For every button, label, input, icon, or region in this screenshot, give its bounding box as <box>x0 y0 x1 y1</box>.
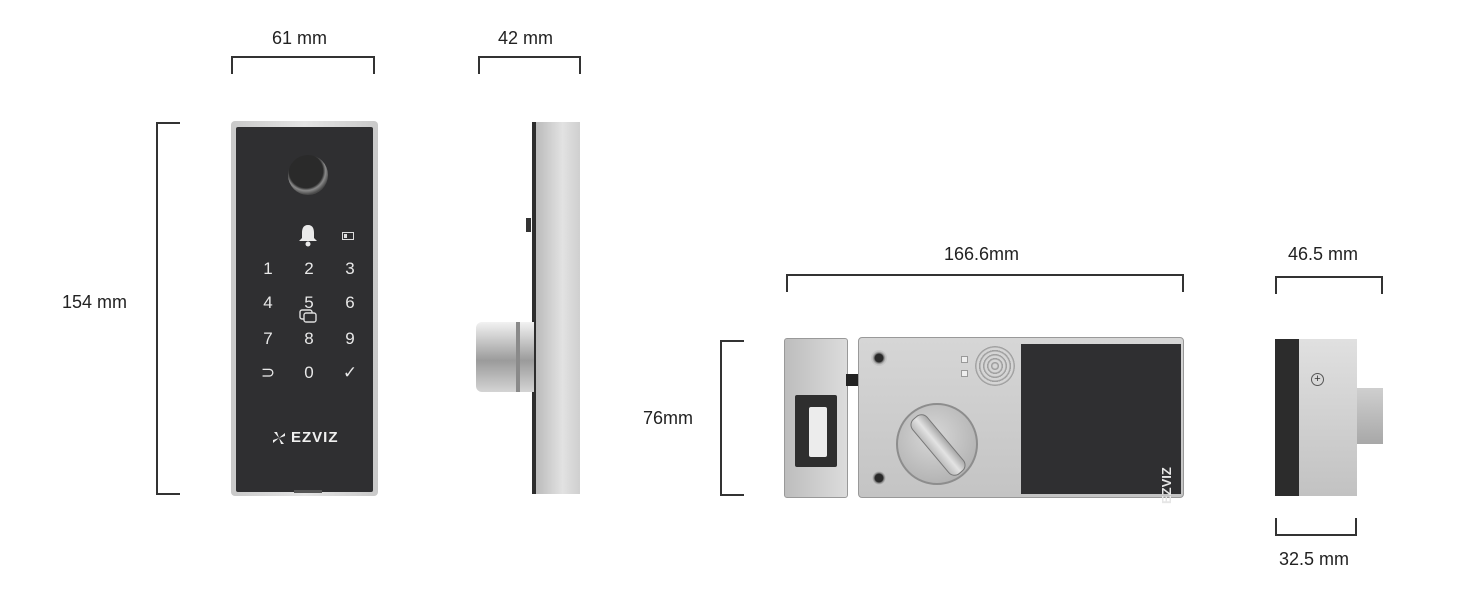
battery-icon <box>342 232 354 240</box>
key-7: 7 <box>263 329 273 348</box>
keypad-bottom-slot <box>294 490 322 493</box>
key-6: 6 <box>345 293 355 312</box>
end-view-step <box>1357 388 1383 444</box>
key-4: 4 <box>263 293 273 312</box>
end-width-label: 46.5 mm <box>1288 244 1359 264</box>
body-length-label: 166.6mm <box>944 244 1020 264</box>
strike-plate <box>784 338 848 498</box>
end-view-dark-face <box>1275 339 1299 496</box>
key-5: 5 <box>304 293 314 312</box>
key-back: ⊃ <box>260 363 276 382</box>
fingerprint-sensor-icon <box>288 155 328 195</box>
bell-icon <box>299 225 317 247</box>
key-0: 0 <box>304 363 314 382</box>
front-width-bracket <box>231 56 375 74</box>
front-width-label: 61 mm <box>272 28 328 48</box>
side-view-knob <box>476 322 534 392</box>
body-height-bracket <box>720 340 744 496</box>
side-view-plate <box>532 122 580 494</box>
end-depth-bracket <box>1275 518 1357 536</box>
ezviz-logo-icon <box>273 432 285 444</box>
end-depth-label: 32.5 mm <box>1279 549 1350 569</box>
indicator-light <box>961 370 968 377</box>
screw-icon <box>871 470 887 486</box>
key-8: 8 <box>304 329 314 348</box>
keypad-face: 1 2 3 4 5 6 7 8 9 ⊃ 0 ✓ EZVIZ <box>236 127 373 493</box>
side-depth-label: 42 mm <box>498 28 554 48</box>
lock-bolt <box>846 374 860 386</box>
cylinder-knob <box>975 346 1015 386</box>
keypad-brand: EZVIZ <box>291 429 339 446</box>
end-view-body <box>1299 339 1357 496</box>
body-height-label: 76mm <box>643 408 694 428</box>
screw-icon <box>871 350 887 366</box>
end-width-bracket <box>1275 276 1383 294</box>
card-reader-icon <box>299 309 317 323</box>
end-screw-icon: + <box>1311 373 1324 386</box>
lock-body: EZVIZ <box>858 337 1184 504</box>
key-1: 1 <box>263 259 273 278</box>
body-length-bracket <box>786 274 1184 292</box>
side-depth-bracket <box>478 56 581 74</box>
indicator-light <box>961 356 968 363</box>
front-height-label: 154 mm <box>62 292 128 312</box>
body-brand: EZVIZ <box>1159 467 1174 504</box>
side-nub <box>526 218 531 232</box>
thumb-turn-bar <box>907 410 969 480</box>
key-3: 3 <box>345 259 355 278</box>
strike-hole <box>795 395 837 467</box>
thumb-turn <box>896 403 978 485</box>
front-height-bracket <box>156 122 180 495</box>
keypad-front-view: 1 2 3 4 5 6 7 8 9 ⊃ 0 ✓ EZVIZ <box>231 121 378 496</box>
battery-cover-panel: EZVIZ <box>1021 344 1181 504</box>
key-confirm: ✓ <box>342 363 358 382</box>
key-9: 9 <box>345 329 355 348</box>
key-2: 2 <box>304 259 314 278</box>
